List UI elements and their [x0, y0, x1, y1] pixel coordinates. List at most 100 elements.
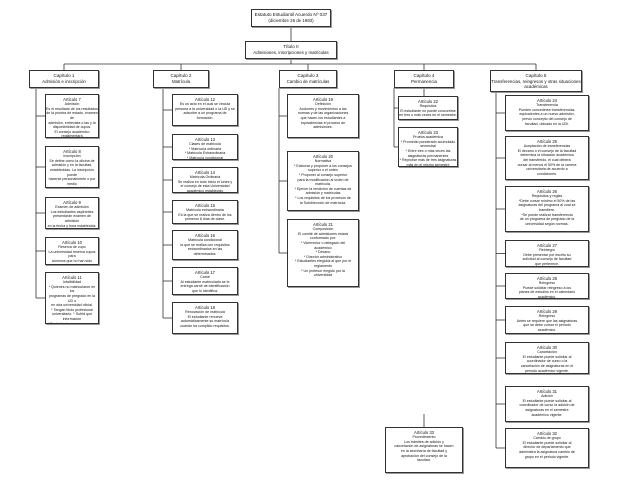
- c3-article-1-box-line: Acciones y movimientos a las: [299, 106, 347, 111]
- c4-article-2-box-line: más en el mismo semestre: [406, 162, 450, 167]
- c5b-article-1-box-line: en la secretaría de facultad y: [400, 448, 448, 453]
- c3-article-2-box-line: Normativa: [314, 159, 332, 164]
- c5-article-1-box-line: previo concepto del consejo de: [522, 116, 572, 121]
- chapter-5-box-subtitle: Transferencias, reingresos y otras situa…: [491, 78, 581, 89]
- c5b-article-1-box-line: facultad.: [417, 458, 431, 463]
- c2-article-6-box-line: Al estudiante matriculado se le: [180, 279, 230, 284]
- c5-article-8-box-line: asignaturas en el semestre: [525, 407, 569, 412]
- chapter-3-box-subtitle: Cambio de matrículas: [286, 78, 330, 84]
- c5-article-3-box-line: Requisitos y reglas: [531, 194, 563, 199]
- c5-article-3-box-title: Artículo 26: [536, 189, 558, 194]
- c2-article-1-box-title: Artículo 12: [194, 97, 216, 102]
- c1-article-2-box-line: Inscripción: [63, 154, 81, 159]
- c3-article-3-box-line: El comité de admisiones estará: [298, 231, 348, 236]
- root-box-subtitle: (diciembre 26 de 1993): [268, 17, 314, 23]
- c4-article-2-box-line: * Entre tres o más veces las: [405, 148, 451, 153]
- c2-article-1-box-line: persona a la universidad o la UD y se: [175, 106, 235, 111]
- c5b-article-1-box-title: Artículo 33: [413, 430, 435, 435]
- c3-article-1-box-line: que hacen los estudiantes a: [300, 115, 346, 120]
- c1-article-4-box-title: Artículo 10: [61, 240, 83, 245]
- c3-article-3-box-line: * Estudiantes elegidos al que por el: [294, 259, 352, 264]
- c3-article-1-box-line: equivalencias el proceso de: [300, 120, 346, 125]
- c1-article-2-box-line: admisión y en la facultad,: [51, 163, 93, 168]
- c3-article-3-box-line: * Vicerrector o delegado del: [300, 240, 346, 245]
- c5-article-8-box-title: Artículo 31: [536, 389, 558, 394]
- c3-article-3-box-line: académico: [314, 245, 332, 250]
- c5-article-2-box-line: El decano o el consejo de la facultad: [517, 148, 577, 153]
- c3-article-3-box-line: Composición: [312, 227, 334, 232]
- c5-article-6-box-line: que se debe cursar el periodo: [523, 323, 571, 328]
- c1-article-5-box-line: Infalibilidad: [63, 280, 81, 285]
- c2-article-3-box-title: Artículo 14: [194, 170, 216, 175]
- c1-article-3-box-line: en la fecha y hora establecida.: [47, 223, 97, 228]
- c5b-article-1-box-line: aprobación del consejo de la: [401, 453, 447, 458]
- c2-article-1-box-line: Es un acto en el cual se vincula: [179, 102, 231, 107]
- c2-article-4-box-title: Artículo 15: [194, 203, 216, 208]
- c2-article-1-box-line: formación.: [196, 115, 214, 120]
- c5-article-1-box-line: Pueden concederse transferencias,: [518, 107, 576, 112]
- c3-article-1-box-line: normas y de las organizaciones: [297, 111, 349, 116]
- c5-article-2-box-line: cursar al menos el 50% de la carrera: [517, 162, 577, 167]
- c5-article-6-box-line: académico.: [537, 327, 557, 332]
- c5-article-7-box-line: cancelación de asignaturas en el: [520, 363, 574, 368]
- c5-article-4-box-line: que pertenece.: [535, 261, 559, 266]
- c3-article-3-box-line: reglamento: [314, 263, 332, 268]
- c5-article-5-box-line: planes de estudios en el calendario: [518, 290, 576, 295]
- c2-article-6-box-line: Carné: [200, 275, 210, 280]
- c2-article-4-box-line: Matrícula extraordinaria: [186, 208, 224, 213]
- c5-article-9-box-line: director de departamento que: [523, 445, 571, 450]
- title-ii-box-subtitle: Admisiones, inscripciones y matrículas: [253, 49, 329, 55]
- c5-article-2-box-line: Aceptación de transferencias: [523, 144, 571, 149]
- c3-article-2-box-line: * Elaborar y proponer a los consejos: [294, 163, 352, 168]
- c5-article-4-box-title: Artículo 27: [536, 243, 558, 248]
- chapter-2-box-title: Capítulo 2: [170, 73, 192, 78]
- c3-article-3-box-line: * Decano: [315, 250, 331, 255]
- c3-article-2-box-line: * Los requisitos de los procesos de: [295, 195, 351, 200]
- c4-article-1-box-line: El estudiante no puede concurrirse: [400, 108, 456, 113]
- c3-article-2-box-line: matrícula.: [315, 182, 331, 187]
- c2-article-7-box-line: automáticamente su matrícula: [180, 319, 230, 324]
- c5-article-2-box-line: condiciones.: [537, 171, 557, 176]
- c5-article-1-box-line: facultad, ubicado en la UDI.: [524, 121, 570, 126]
- c1-article-5-box-line: información: [62, 316, 82, 321]
- c2-article-5-box-line: la que se realiza con requisitos: [180, 242, 230, 247]
- c3-article-1-box-line: admisiones.: [313, 125, 333, 130]
- c1-article-3-box-title: Artículo 9: [63, 200, 81, 205]
- c2-article-4-box-line: Es la que se realiza dentro de los: [178, 212, 232, 217]
- c3-article-3-box-line: universidad: [313, 273, 333, 278]
- c2-article-7-box-line: cuando ha cumplido requisitos.: [180, 323, 230, 328]
- c5-article-2-box-line: determina la situación académica: [520, 153, 574, 158]
- c3-article-1-box-title: Artículo 19: [312, 97, 334, 102]
- c1-article-3-box-line: Los estudiantes aspirantes: [50, 209, 94, 214]
- c1-article-1-box-line: disponibilidad de cupos.: [52, 125, 92, 130]
- c5-article-9-box-line: Cambio de grupo: [533, 436, 561, 441]
- c2-article-5-box-line: extraordinarios en las: [187, 247, 223, 252]
- c5-article-1-box-title: Artículo 24: [536, 98, 558, 103]
- c2-article-1-box-line: adscribe a un programa de: [183, 111, 227, 116]
- root-box: Estatuto Estudiantil Acuerdo Nº 037(dici…: [251, 9, 331, 27]
- c4-article-2-box-line: Prueba académica: [413, 135, 443, 140]
- c2-article-6-box-title: Artículo 17: [194, 270, 216, 275]
- c2-article-2-box-line: * Matrícula condicional: [186, 155, 224, 160]
- c3-article-3-box-line: * Un profesor elegido por la: [301, 268, 345, 273]
- c2-article-7-box-line: El estudiante renueva: [187, 314, 223, 319]
- chapter-4-box-title: Capítulo 4: [413, 73, 435, 78]
- c5-article-4-box-line: Debe presentar por escrito su: [523, 252, 571, 257]
- c2-article-3-box-line: Matrícula Ordinaria: [189, 175, 221, 180]
- c5-article-1-box-line: equivalentes a un nuevo admisión,: [519, 112, 575, 117]
- c5-article-7-box-line: El estudiante puede solicitar al: [522, 354, 572, 359]
